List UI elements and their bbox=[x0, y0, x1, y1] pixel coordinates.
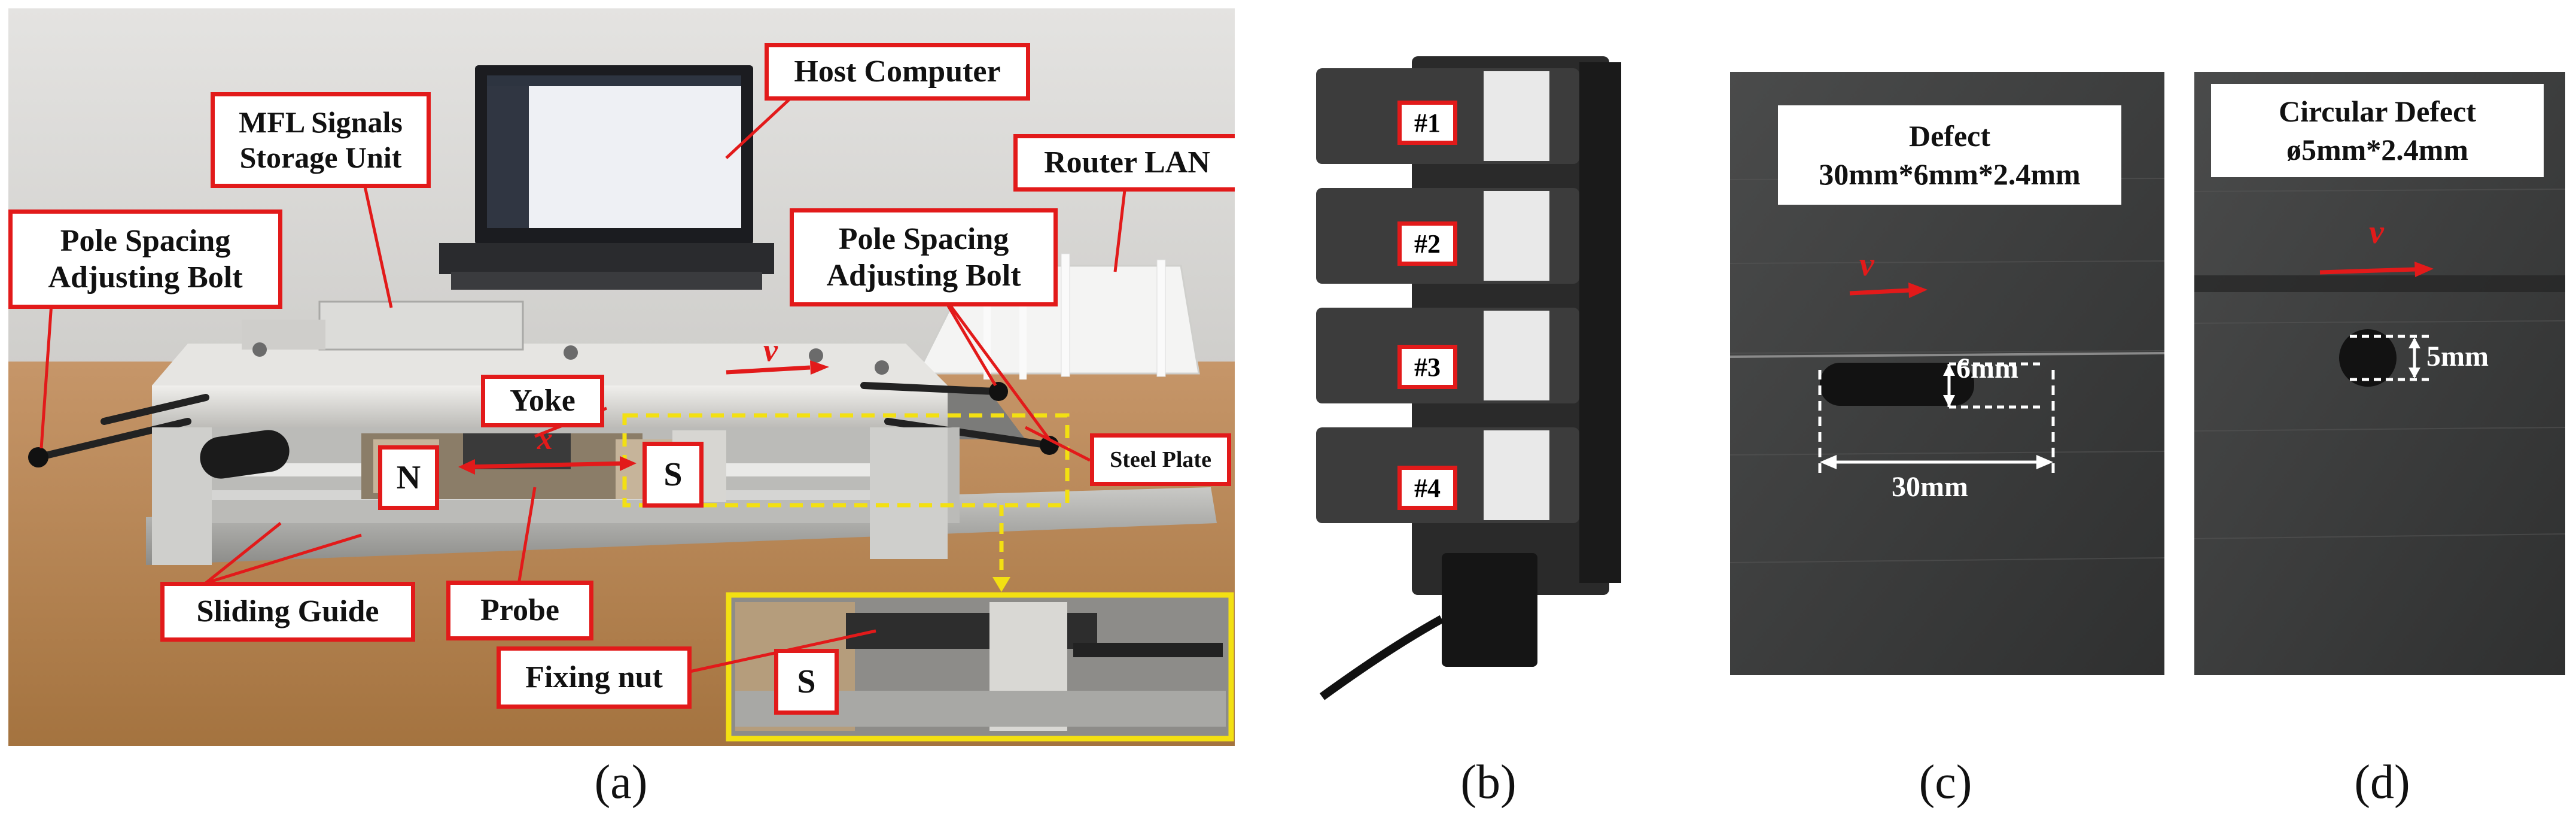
upper-frame bbox=[152, 300, 948, 427]
pole-s-marker: S bbox=[643, 442, 704, 508]
pole-spacing-bolts bbox=[35, 382, 1053, 461]
probe-label-4: #4 bbox=[1397, 466, 1457, 510]
probe-label-3: #3 bbox=[1397, 345, 1457, 389]
velocity-label-upper: v bbox=[763, 332, 778, 368]
inset-pole-s-marker: S bbox=[774, 649, 839, 715]
probe-label-1: #1 bbox=[1397, 101, 1457, 145]
pole-n-marker: N bbox=[378, 445, 439, 510]
label-router-lan: Router LAN bbox=[1013, 134, 1235, 192]
panel-d-photo: Circular Defect ø5mm*2.4mm v 5mm bbox=[2194, 72, 2565, 675]
label-probe: Probe bbox=[446, 581, 593, 640]
label-pole-spacing-left: Pole Spacing Adjusting Bolt bbox=[8, 209, 282, 309]
defect-hole bbox=[2339, 329, 2397, 387]
velocity-arrow-upper bbox=[726, 360, 829, 375]
black-roller bbox=[200, 430, 290, 479]
label-yoke: Yoke bbox=[481, 375, 604, 427]
caption-b: (b) bbox=[1460, 756, 1517, 809]
defect-title-d-line1: Circular Defect bbox=[2279, 95, 2476, 128]
defect-title-d-line2: ø5mm*2.4mm bbox=[2286, 133, 2469, 166]
height-dimension-c: 6mm bbox=[1956, 353, 2018, 384]
label-mfl-storage-unit: MFL Signals Storage Unit bbox=[211, 92, 431, 188]
defect-title-c-line1: Defect bbox=[1909, 119, 1990, 153]
width-dimension-c: 30mm bbox=[1892, 471, 1968, 503]
dimension-lines-c bbox=[1818, 362, 2055, 473]
velocity-arrow-c bbox=[1849, 283, 1928, 298]
yoke-displacement-label: x bbox=[537, 422, 553, 456]
probe-cable bbox=[1319, 615, 1444, 700]
label-steel-plate: Steel Plate bbox=[1090, 433, 1231, 486]
lab-setup-illustration bbox=[8, 8, 1235, 746]
panel-b-photo: #1 #2 #3 #4 bbox=[1298, 44, 1675, 715]
velocity-arrow-d bbox=[2319, 262, 2434, 277]
defect-title-box-d: Circular Defect ø5mm*2.4mm bbox=[2211, 84, 2544, 177]
defect-title-c-line2: 30mm*6mm*2.4mm bbox=[1819, 157, 2081, 191]
laptop bbox=[439, 65, 774, 290]
probe-array-illustration bbox=[1316, 56, 1621, 700]
probe-label-2: #2 bbox=[1397, 221, 1457, 266]
label-fixing-nut: Fixing nut bbox=[497, 646, 692, 709]
caption-d: (d) bbox=[2354, 756, 2410, 809]
diameter-dimension-d: 5mm bbox=[2426, 341, 2489, 372]
velocity-label-d: v bbox=[2369, 214, 2384, 251]
velocity-label-c: v bbox=[1859, 246, 1874, 283]
caption-c: (c) bbox=[1919, 756, 1972, 809]
label-pole-spacing-right: Pole Spacing Adjusting Bolt bbox=[790, 208, 1058, 306]
caption-a: (a) bbox=[594, 756, 648, 809]
panel-c-photo: Defect 30mm*6mm*2.4mm v 6mm 30mm bbox=[1730, 72, 2164, 675]
defect-slot bbox=[1820, 363, 1974, 406]
selection-arrowhead bbox=[992, 577, 1010, 592]
connector-box bbox=[1442, 553, 1537, 667]
defect-title-box-c: Defect 30mm*6mm*2.4mm bbox=[1778, 105, 2121, 205]
yoke-displacement-arrow bbox=[458, 456, 637, 475]
label-sliding-guide: Sliding Guide bbox=[160, 582, 415, 642]
panel-a-photo: Host Computer MFL Signals Storage Unit R… bbox=[8, 8, 1235, 746]
label-host-computer: Host Computer bbox=[765, 43, 1030, 101]
